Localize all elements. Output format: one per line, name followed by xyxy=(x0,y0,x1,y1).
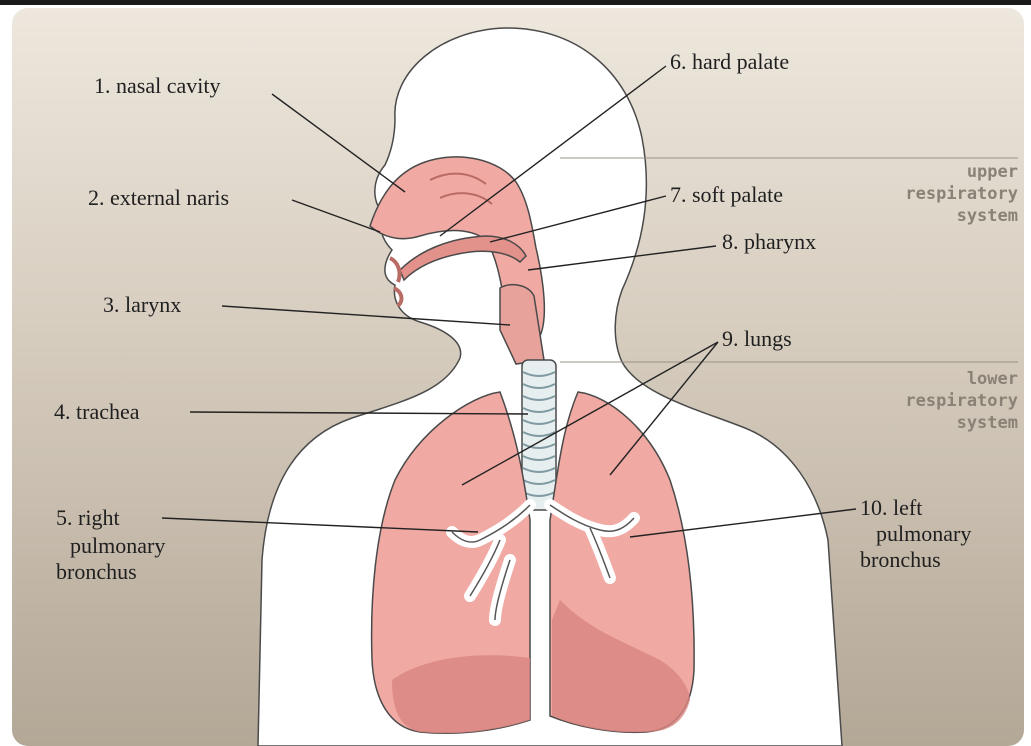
label-hard-palate: 6. hard palate xyxy=(670,50,789,74)
lower-region-label: lower respiratory system xyxy=(846,368,1018,434)
label-larynx: 3. larynx xyxy=(103,293,181,317)
label-pharynx: 8. pharynx xyxy=(722,230,816,254)
lower-region-line-2: respiratory xyxy=(846,390,1018,412)
upper-region-label: upper respiratory system xyxy=(846,161,1018,227)
label-right-bronchus-2: pulmonary xyxy=(70,534,165,558)
upper-region-line-1: upper xyxy=(846,161,1018,183)
label-lungs: 9. lungs xyxy=(722,327,792,351)
label-right-bronchus-3: bronchus xyxy=(56,560,137,584)
lower-region-line-3: system xyxy=(846,412,1018,434)
label-external-naris: 2. external naris xyxy=(88,186,229,210)
label-left-bronchus-1: 10. left xyxy=(860,496,922,520)
label-left-bronchus-3: bronchus xyxy=(860,548,941,572)
upper-region-line-2: respiratory xyxy=(846,183,1018,205)
label-trachea: 4. trachea xyxy=(54,400,140,424)
upper-region-line-3: system xyxy=(846,205,1018,227)
label-right-bronchus-1: 5. right xyxy=(56,506,120,530)
label-left-bronchus-2: pulmonary xyxy=(876,522,971,546)
lower-region-line-1: lower xyxy=(846,368,1018,390)
top-border xyxy=(0,0,1031,5)
label-soft-palate: 7. soft palate xyxy=(670,183,783,207)
label-nasal-cavity: 1. nasal cavity xyxy=(94,74,220,98)
